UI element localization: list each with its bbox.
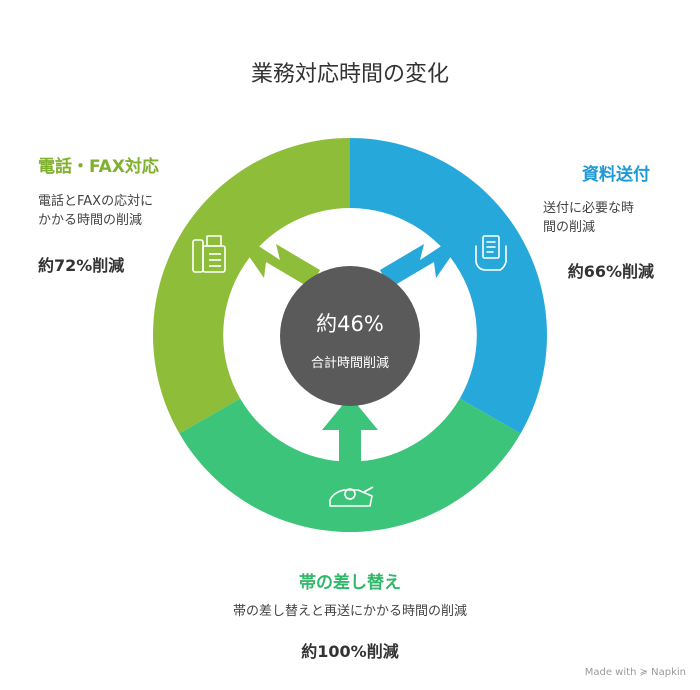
ring-segment-fax <box>153 138 350 434</box>
arrow-docs <box>380 226 472 288</box>
docs-description-line1: 送付に必要な時 <box>543 201 635 216</box>
docs-result: 約66%削減 <box>567 262 654 281</box>
page-title: 業務対応時間の変化 <box>250 62 449 87</box>
arrow-fax <box>228 226 320 288</box>
docs-description-line2: 間の削減 <box>543 220 596 235</box>
docs-description: 送付に必要な時 間の削減 <box>543 199 634 237</box>
center-value: 約46% <box>316 312 384 336</box>
tape-title: 帯の差し替え <box>299 573 401 593</box>
tape-dispenser-icon <box>329 486 374 507</box>
fax-phone-icon <box>192 235 226 273</box>
fax-result: 約72%削減 <box>38 256 125 275</box>
ring-segment-docs <box>350 138 547 434</box>
tape-description: 帯の差し替えと再送にかかる時間の削減 <box>232 604 467 619</box>
napkin-watermark: Made with ≽ Napkin <box>584 667 686 678</box>
arrow-tape <box>322 396 378 470</box>
document-in-hand-icon <box>475 235 507 271</box>
center-circle <box>280 266 420 406</box>
fax-title: 電話・FAX対応 <box>38 157 159 177</box>
center-label: 合計時間削減 <box>310 356 389 371</box>
fax-description-line2: かかる時間の削減 <box>38 213 143 228</box>
docs-title: 資料送付 <box>582 165 650 185</box>
tape-result: 約100%削減 <box>301 642 399 661</box>
fax-description-line1: 電話とFAXの応対に <box>38 194 154 209</box>
fax-description: 電話とFAXの応対に かかる時間の削減 <box>38 192 153 230</box>
